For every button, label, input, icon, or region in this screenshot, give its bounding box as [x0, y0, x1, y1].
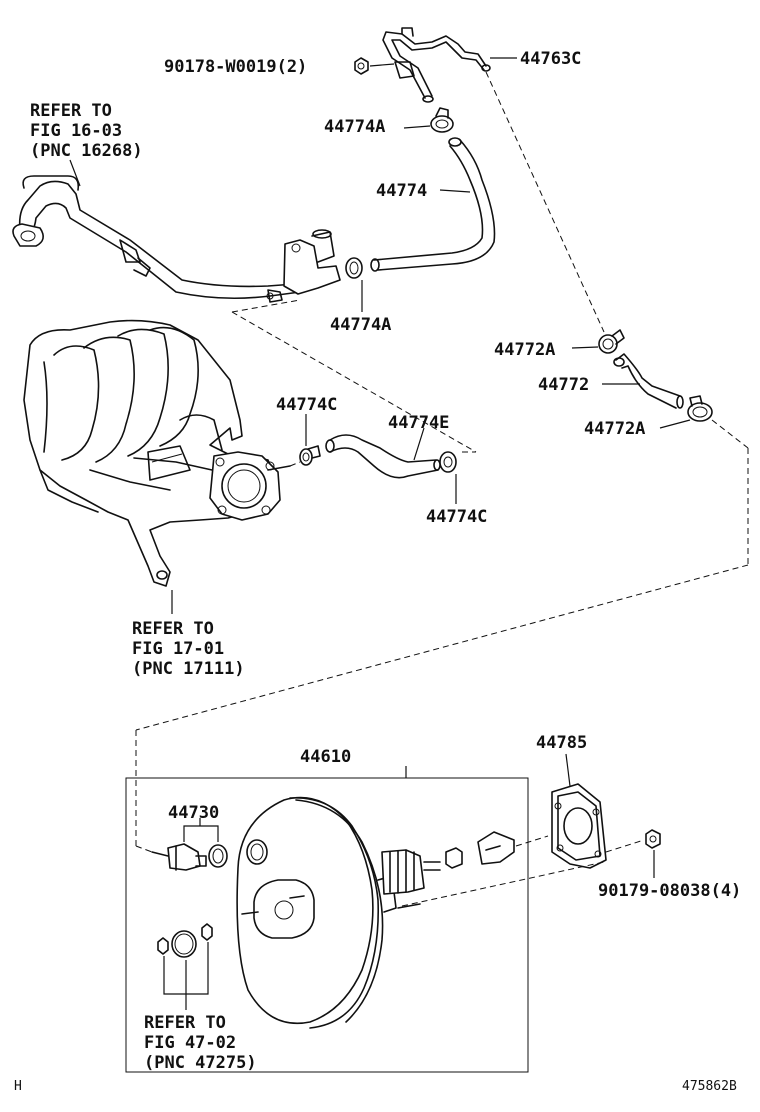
label-44772a-bottom: 44772A [584, 419, 645, 439]
label-90178-w0019: 90178-W0019(2) [164, 57, 307, 77]
grommet-44730 [208, 844, 228, 868]
hose-44774 [370, 137, 496, 272]
vacuum-pipe-44763c [382, 27, 491, 103]
gasket-44785 [551, 783, 607, 869]
brake-booster-44610 [236, 796, 441, 1029]
clevis-pin [445, 847, 463, 869]
label-44774c-right: 44774C [426, 507, 487, 527]
assembly-box-44610 [125, 777, 529, 1073]
ref1-line1: REFER TO [30, 101, 112, 121]
clamp-44772a-bottom [687, 395, 713, 422]
hose-44772 [613, 353, 684, 409]
nut-right-47-02 [201, 923, 213, 941]
label-44774a-top: 44774A [324, 117, 385, 137]
hose-44774e [325, 434, 441, 479]
clamp-44774c-right [439, 451, 457, 473]
ref2-line1: REFER TO [132, 619, 214, 639]
o-ring-47-02 [171, 930, 197, 958]
intake-manifold [23, 319, 281, 587]
label-44610: 44610 [300, 747, 351, 767]
seal-ring [246, 839, 268, 865]
check-valve-44730 [151, 843, 207, 871]
label-44772: 44772 [538, 375, 589, 395]
label-44772a-top: 44772A [494, 340, 555, 360]
label-44730: 44730 [168, 803, 219, 823]
clevis-yoke [477, 831, 515, 865]
clamp-44774c-left [299, 445, 321, 466]
label-44785: 44785 [536, 733, 587, 753]
label-44763c: 44763C [520, 49, 581, 69]
clamp-44774a-top [430, 107, 454, 133]
ref1-line2: FIG 16-03 [30, 121, 122, 141]
nut-90179 [645, 829, 661, 849]
label-44774c-left: 44774C [276, 395, 337, 415]
ref2-line2: FIG 17-01 [132, 639, 224, 659]
label-44774e: 44774E [388, 413, 449, 433]
label-44774a-mid: 44774A [330, 315, 391, 335]
ref3-line3: (PNC 47275) [144, 1053, 257, 1073]
ref2-line3: (PNC 17111) [132, 659, 245, 679]
ref1-line3: (PNC 16268) [30, 141, 143, 161]
label-90179-08038: 90179-08038(4) [598, 881, 741, 901]
nut-90178 [354, 57, 369, 75]
ref3-line1: REFER TO [144, 1013, 226, 1033]
clamp-44772a-top [598, 329, 625, 354]
label-44774: 44774 [376, 181, 427, 201]
footer-left-code: H [14, 1079, 22, 1094]
nut-left-47-02 [157, 937, 169, 955]
ref3-line2: FIG 47-02 [144, 1033, 236, 1053]
water-pipe-assembly [12, 175, 341, 303]
footer-figure-number: 475862B [682, 1079, 737, 1094]
clamp-44774a-mid [345, 257, 363, 279]
